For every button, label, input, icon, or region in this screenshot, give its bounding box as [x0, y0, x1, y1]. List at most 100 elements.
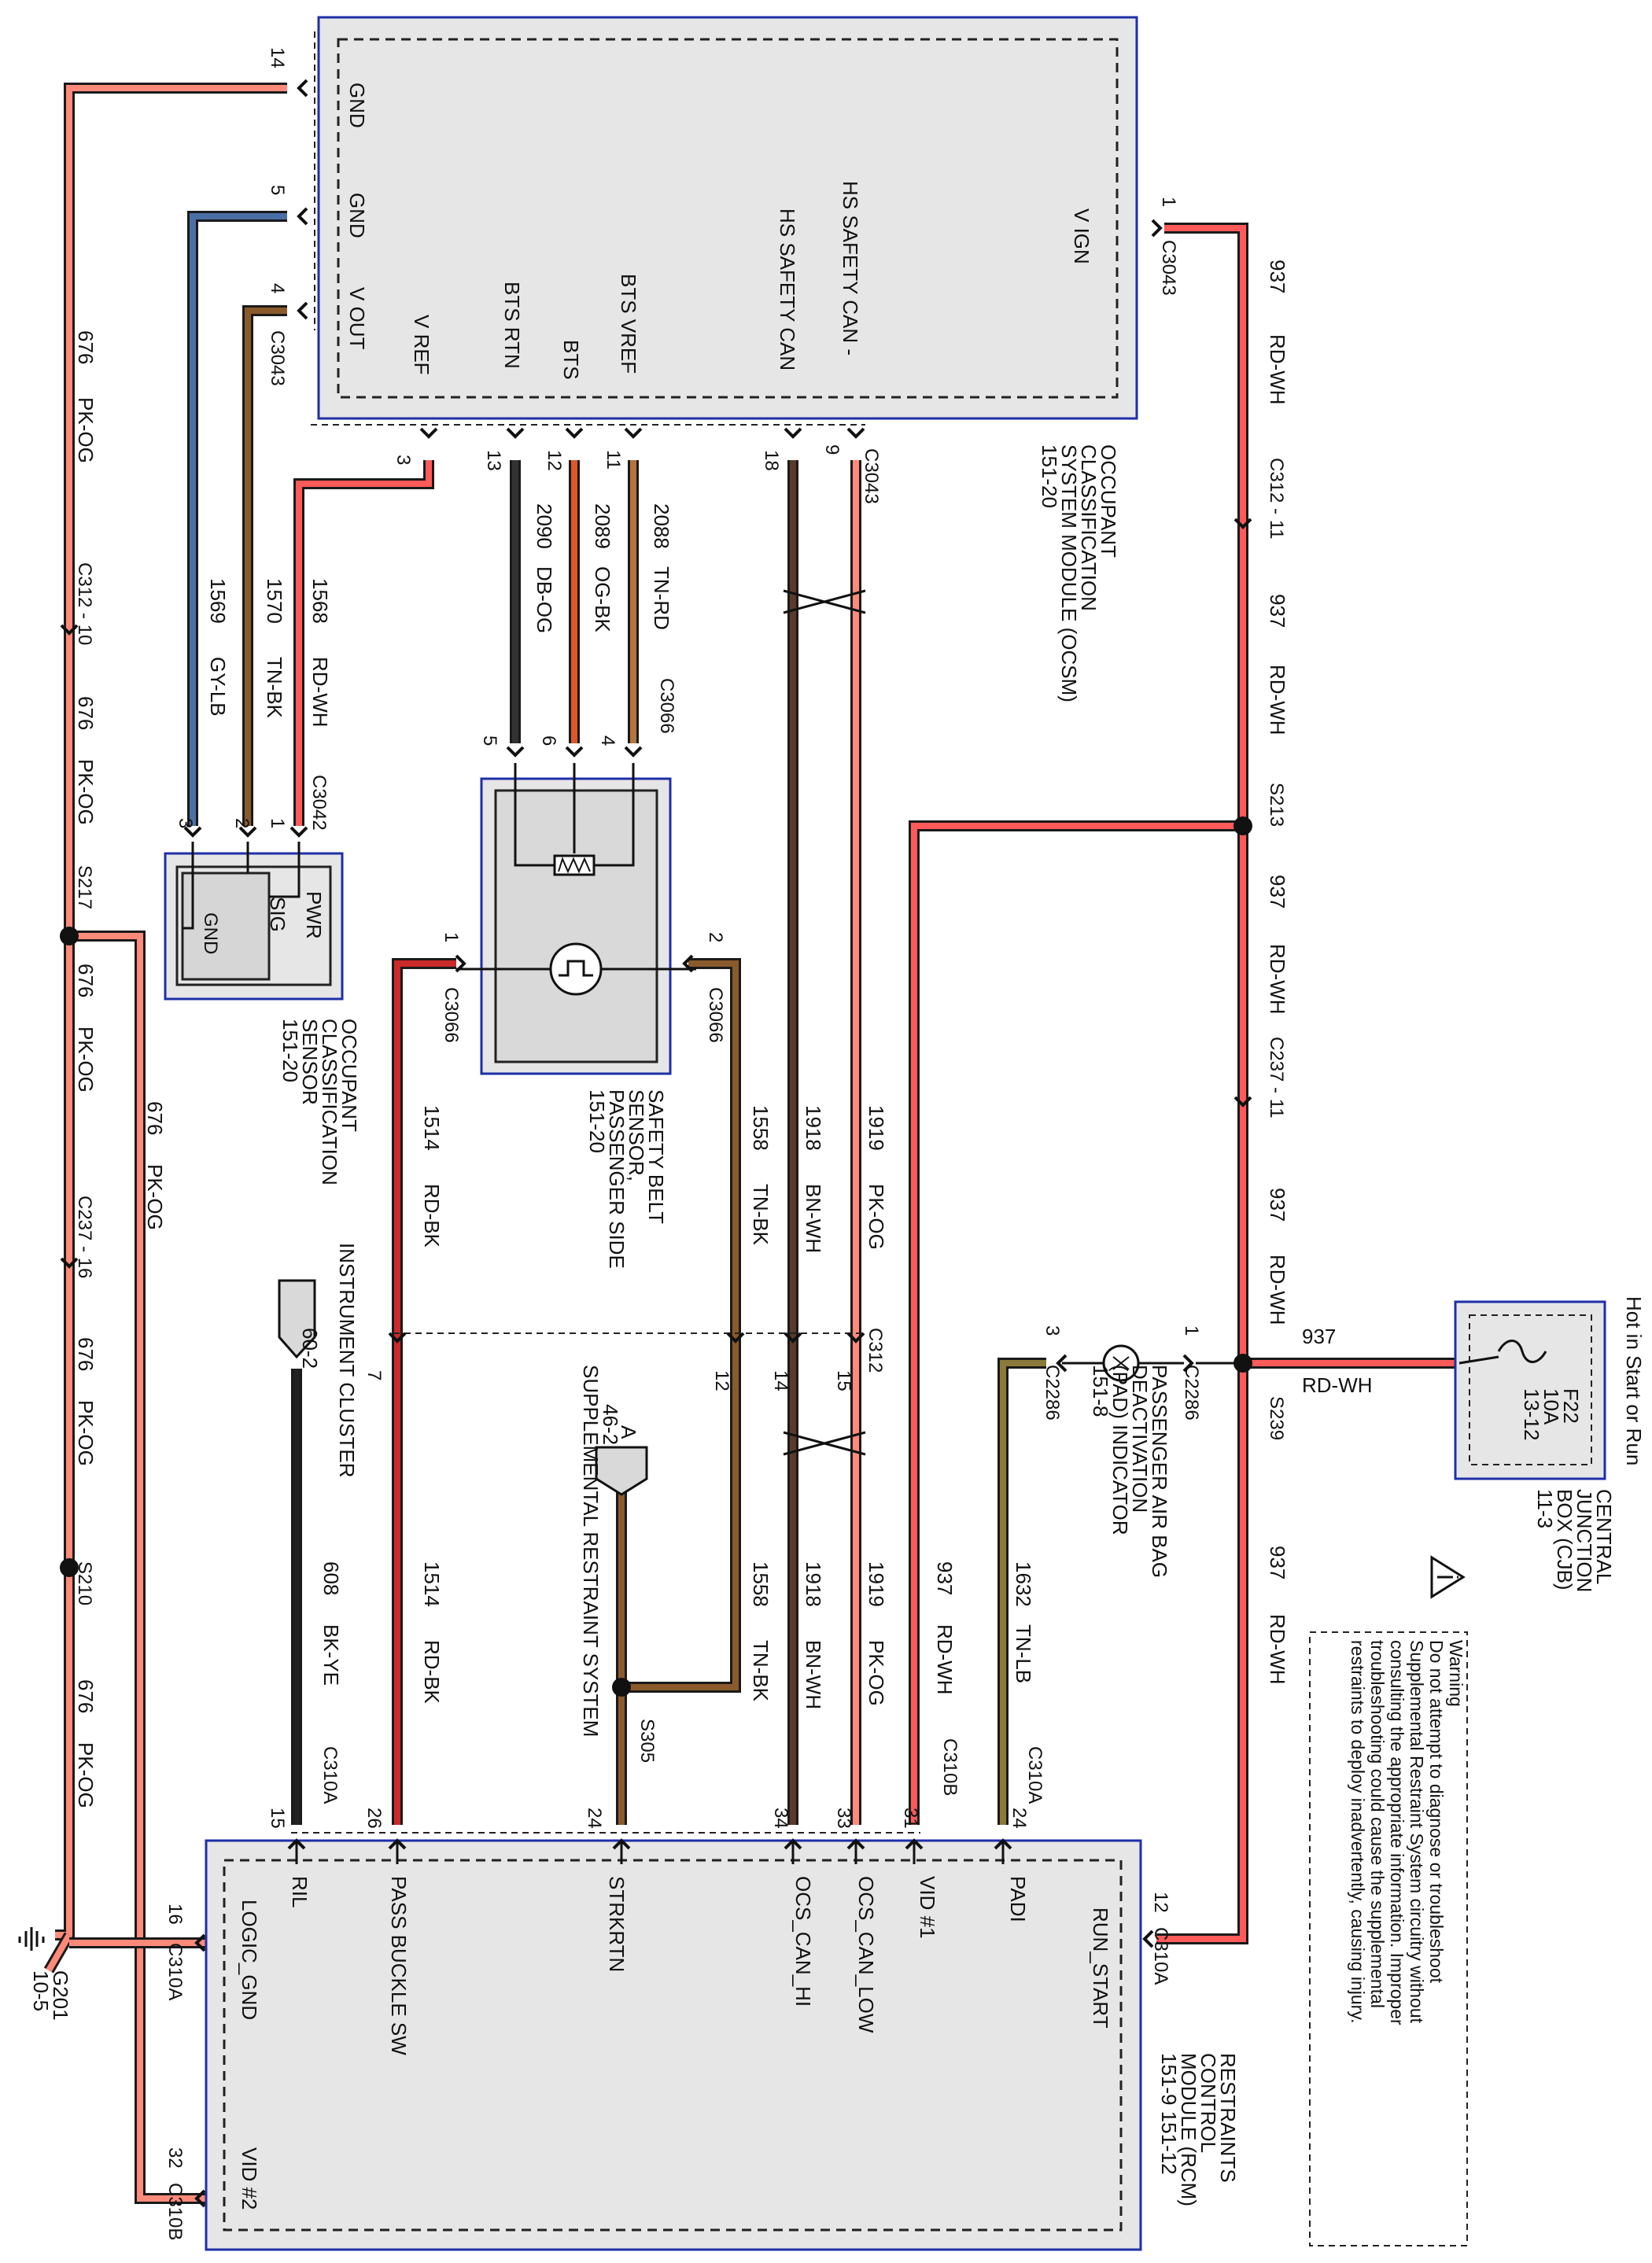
w676-e: 676: [74, 1679, 98, 1713]
pin-33: 33: [833, 1808, 854, 1829]
conn-sensor-3: [183, 826, 202, 838]
pin-2-sensor: 2: [231, 818, 253, 828]
conn-pin4: [297, 301, 308, 320]
conn-pin9: [846, 427, 865, 439]
ocsm-pin-gnd2: GND: [345, 193, 369, 238]
sensor-name-3: 151-20: [278, 1019, 302, 1082]
conn-c237-11: [1233, 1096, 1252, 1108]
conn-rcm-32: [194, 2189, 206, 2208]
pin-2-belt: 2: [705, 932, 726, 942]
conn-pin18: [784, 427, 802, 439]
rcm-pin-logic-gnd: LOGIC_GND: [238, 1900, 261, 2020]
ocsm-pin-vign: V IGN: [1070, 208, 1093, 264]
w937-c: 937: [1266, 875, 1289, 909]
ogbk: OG-BK: [591, 566, 614, 632]
ocsm-pin-hscan: HS SAFETY CAN: [776, 208, 799, 370]
pin-5: 5: [267, 185, 288, 195]
rdwh-c: RD-WH: [1266, 944, 1289, 1015]
rdwh-vid: RD-WH: [933, 1624, 957, 1695]
conn-pin14: [297, 79, 308, 98]
pad-name-1: DEACTIVATION: [1128, 1365, 1152, 1513]
pin-1-vign: 1: [1158, 197, 1179, 207]
conn-c3043-1: [1151, 219, 1163, 238]
rcm-pin-ocs-can-low: OCS_CAN_LOW: [854, 1876, 878, 2033]
hot-label: Hot in Start or Run: [1622, 1296, 1646, 1465]
pkog-676-a: PK-OG: [74, 397, 98, 463]
wire-937-main-outline: [1156, 223, 1248, 1944]
c3042: C3042: [308, 775, 330, 831]
pin-14-c312: 14: [770, 1370, 791, 1391]
s305: S305: [636, 1719, 658, 1763]
rdbk-a: RD-BK: [420, 1184, 444, 1248]
pin-18: 18: [761, 450, 782, 471]
splice-s213: [1233, 816, 1252, 835]
w937-cjb: 937: [1302, 1325, 1336, 1348]
warning-line-4: restraints to deploy inadvertently, caus…: [1348, 1640, 1368, 2024]
rdwh-b: RD-WH: [1266, 665, 1289, 735]
w676-b: 676: [74, 696, 98, 730]
pin-11: 11: [603, 450, 624, 470]
wire-1570-outline: [242, 305, 287, 826]
conn-belt6: [565, 746, 584, 757]
belt-sensor-inner: [494, 789, 658, 1063]
c3043-left: C3043: [267, 330, 288, 386]
rcm-pin-ril: RIL: [288, 1876, 312, 1907]
text-layer: GND GND V OUT V REF BTS RTN BTS BTS VREF…: [29, 47, 1646, 2240]
c310a-ril: C310A: [319, 1746, 341, 1804]
pin-13: 13: [483, 450, 504, 471]
c3066-left: C3066: [441, 987, 462, 1043]
conn-c2286-3: [1056, 1354, 1068, 1373]
conn-sensor-1: [289, 826, 308, 838]
belt-name-1: SENSOR,: [625, 1089, 648, 1181]
splice-s305: [612, 1678, 631, 1697]
c3043-right: C3043: [1158, 240, 1179, 296]
c310b-vid2: C310B: [164, 2183, 186, 2240]
c237-11: C237 - 11: [1266, 1037, 1287, 1119]
c310a-lg: C310A: [164, 1943, 186, 2000]
ocsm-pin-vref: V REF: [410, 315, 433, 375]
ocs-sensor-core: [181, 872, 271, 981]
srs-name: SUPPLEMENTAL RESTRAINT SYSTEM: [579, 1365, 603, 1737]
belt-pot-zigzag: [558, 857, 591, 874]
pin-3: 3: [393, 455, 414, 465]
pin-9: 9: [821, 444, 843, 455]
sensor-gnd: GND: [200, 912, 221, 954]
srs-ref: 46-2: [599, 1404, 622, 1445]
pkog-1919-b: PK-OG: [865, 1640, 888, 1706]
pin-12-ocsm: 12: [544, 450, 565, 471]
rcm-pin-padi: PADI: [1006, 1876, 1030, 1922]
ocsm-pin-gnd1: GND: [345, 83, 369, 128]
pin-6-belt: 6: [538, 735, 559, 746]
pad-name-3: 151-8: [1089, 1365, 1112, 1417]
pin-4-belt: 4: [597, 735, 618, 746]
cjb-lead: [1458, 1355, 1499, 1365]
rcm-name-0: RESTRAINTS: [1216, 2053, 1240, 2183]
cjb-ref: 13-12: [1520, 1388, 1543, 1441]
w1568: 1568: [308, 578, 332, 624]
rcm-leads-can: [791, 1841, 857, 1864]
tnbk-1558-b: TN-BK: [749, 1640, 773, 1702]
pin-24-padi: 24: [1009, 1808, 1030, 1829]
c310b-vid: C310B: [939, 1738, 961, 1796]
ocsm-pin-btsvref: BTS VREF: [617, 274, 640, 374]
w937-vid: 937: [933, 1561, 957, 1595]
pin-4: 4: [267, 283, 288, 293]
warning-line-1: Supplemental Restraint System circuitry …: [1407, 1640, 1427, 2024]
rdwh-cjb: RD-WH: [1302, 1373, 1373, 1397]
pin-12-rcm: 12: [1150, 1892, 1171, 1913]
cjb-amps: 10A: [1540, 1388, 1563, 1425]
bnwh-b: BN-WH: [802, 1640, 825, 1709]
rcm-module-box: [205, 1839, 1142, 2251]
pin-14: 14: [267, 47, 288, 68]
belt-switch-circle: [549, 942, 603, 996]
tnlb: TN-LB: [1012, 1624, 1035, 1683]
w1919-b: 1919: [865, 1561, 888, 1607]
pin-34: 34: [770, 1808, 791, 1829]
sensor-name-2: SENSOR: [298, 1019, 322, 1105]
warning-box: [1309, 1631, 1468, 2246]
w676-f: 676: [143, 1101, 167, 1135]
w1514-b: 1514: [420, 1561, 444, 1607]
conn-belt4: [624, 746, 643, 757]
pkog-1919-a: PK-OG: [865, 1184, 888, 1250]
conn-c312-7: [388, 1332, 407, 1343]
